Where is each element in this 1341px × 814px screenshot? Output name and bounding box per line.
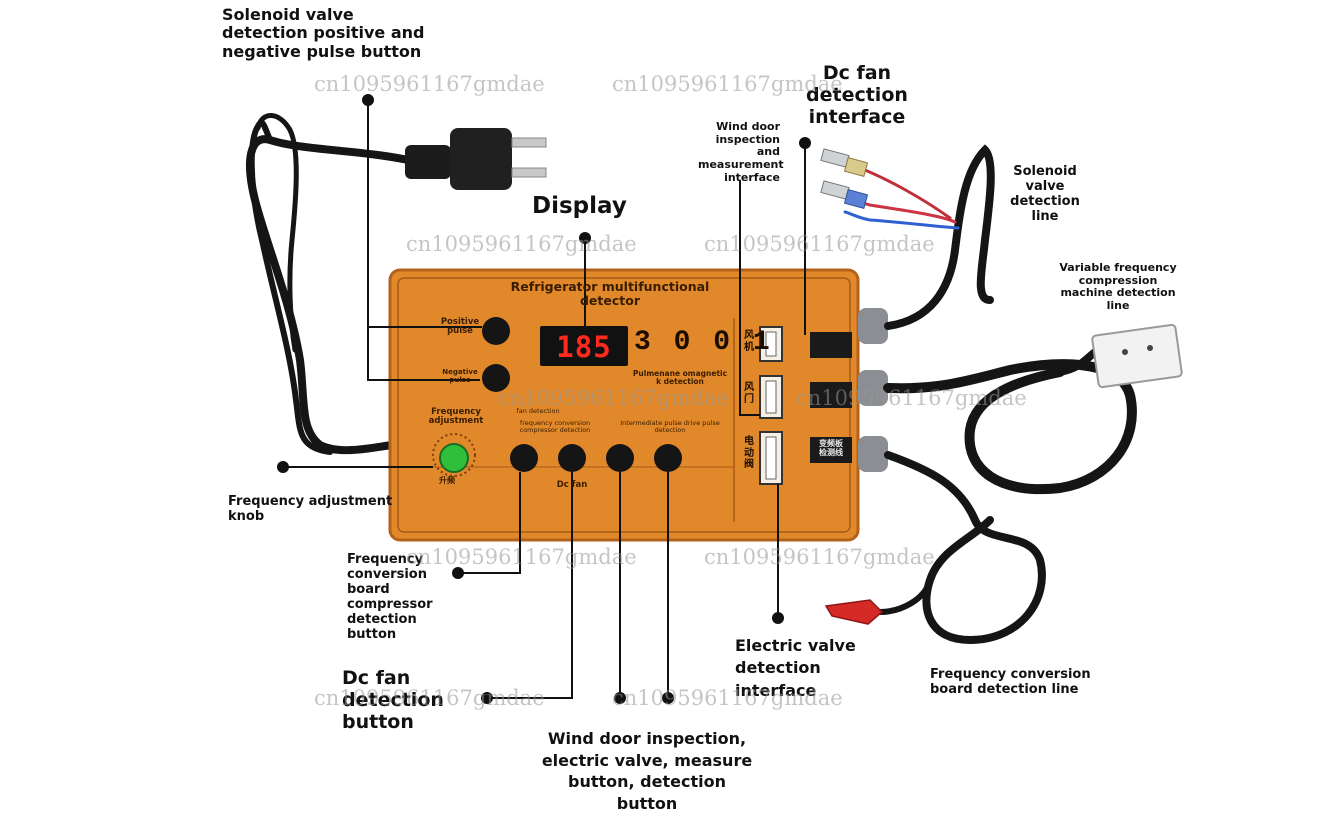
callout-display: Display xyxy=(532,193,627,219)
callout-dc-fan-button: Dc fan detection button xyxy=(342,667,444,733)
intermediate-caption: Intermediate pulse drive pulse detection xyxy=(620,419,720,435)
callout-freq-knob: Frequency adjustment knob xyxy=(228,494,393,524)
watermark: cn1095961167gmdae xyxy=(406,545,637,569)
callout-electric-valve-interface: Electric valve detection interface xyxy=(735,636,856,700)
watermark: cn1095961167gmdae xyxy=(406,232,637,256)
watermark: cn1095961167gmdae xyxy=(612,686,843,710)
dc-fan-panel-label: Dc fan xyxy=(556,480,588,490)
positive-pulse-label: Positive pulse xyxy=(440,317,480,337)
big-digit-readout: 3 0 0 1 xyxy=(634,327,773,358)
compressor-cable-coil xyxy=(883,348,1137,495)
watermark: cn1095961167gmdae xyxy=(498,386,729,410)
port-freq-label: 变频板 检测线 xyxy=(819,439,843,458)
watermark: cn1095961167gmdae xyxy=(314,72,545,96)
callout-freq-board-compressor-button: Frequency conversion board compressor de… xyxy=(347,552,433,642)
compressor-connector xyxy=(1091,323,1183,389)
callout-freq-board-line: Frequency conversion board detection lin… xyxy=(930,667,1091,697)
port-valve-label: 电动阀 xyxy=(744,436,754,470)
knob-label: 升频 xyxy=(439,476,455,485)
fan-detection-caption: fan detection xyxy=(516,407,560,415)
callout-wind-door-buttons: Wind door inspection, electric valve, me… xyxy=(541,729,753,813)
port-door-label: 风门 xyxy=(744,382,754,405)
watermark: cn1095961167gmdae xyxy=(796,386,1027,410)
negative-pulse-label: Negative pulse xyxy=(442,368,478,384)
callout-dots xyxy=(277,94,811,704)
callout-variable-freq-line: Variable frequency compression machine d… xyxy=(1059,261,1177,312)
callout-wind-door-interface: Wind door inspection and measurement int… xyxy=(698,120,784,184)
watermark: cn1095961167gmdae xyxy=(704,545,935,569)
alligator-clip xyxy=(824,599,884,625)
watermark: cn1095961167gmdae xyxy=(314,686,545,710)
freq-board-cable xyxy=(877,451,1046,645)
pulse-caption: Pulmenane omagnetic k detection xyxy=(632,369,728,387)
freq-conv-caption: frequency conversion compressor detectio… xyxy=(519,419,591,435)
cable-glands xyxy=(858,308,888,472)
callout-solenoid-pulse-button: Solenoid valve detection positive and ne… xyxy=(222,5,425,61)
frequency-adjustment-label: Frequency adjustment xyxy=(428,407,484,427)
led-display-value: 185 xyxy=(556,330,612,364)
watermark: cn1095961167gmdae xyxy=(612,72,843,96)
port-fan-label: 风机 xyxy=(744,330,754,353)
callout-dc-fan-interface: Dc fan detection interface xyxy=(806,62,908,128)
power-cord xyxy=(246,113,412,455)
leader-lines xyxy=(283,100,806,699)
panel-title: Refrigerator multifunctional detector xyxy=(510,279,710,309)
callout-solenoid-line: Solenoid valve detection line xyxy=(1010,164,1080,224)
power-plug xyxy=(405,128,547,190)
watermark: cn1095961167gmdae xyxy=(704,232,935,256)
spade-terminals xyxy=(820,148,869,209)
